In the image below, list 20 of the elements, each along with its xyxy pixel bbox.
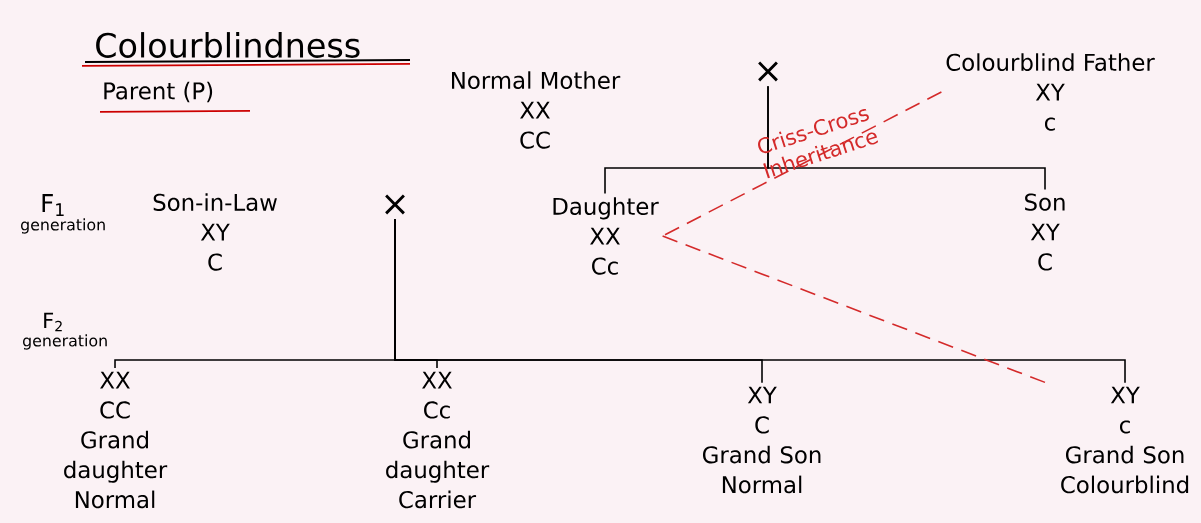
- genotype-label: XY c Grand Son Colourblind: [1061, 386, 1189, 494]
- genotype-label: Daughter XX Cc: [553, 197, 659, 275]
- dashed-line: [661, 235, 1047, 384]
- genotype-label: Normal Mother XX CC: [452, 71, 621, 149]
- genotype-label: Son XY C: [1025, 193, 1065, 271]
- generation-label: generation: [23, 334, 107, 350]
- title: Colourblindness: [96, 32, 360, 58]
- generation-label: generation: [21, 218, 105, 234]
- generation-label: F$_{2}$: [44, 312, 62, 332]
- generation-label: F$_{1}$: [42, 194, 64, 216]
- cross-sign: ×: [758, 61, 778, 82]
- section-heading: Parent (P): [104, 81, 213, 103]
- genotype-label: XX CC Grand daughter Normal: [64, 371, 168, 509]
- pedigree-line: [394, 218, 1126, 384]
- pedigree-line: [767, 85, 1046, 191]
- genotype-label: Colourblind Father XY c: [946, 53, 1155, 131]
- genotype-label: XX Cc Grand daughter Carrier: [386, 371, 490, 509]
- cross-sign: ×: [385, 194, 405, 215]
- genotype-label: XY C Grand Son Normal: [703, 386, 821, 494]
- genotype-label: Son-in-Law XY C: [153, 193, 277, 271]
